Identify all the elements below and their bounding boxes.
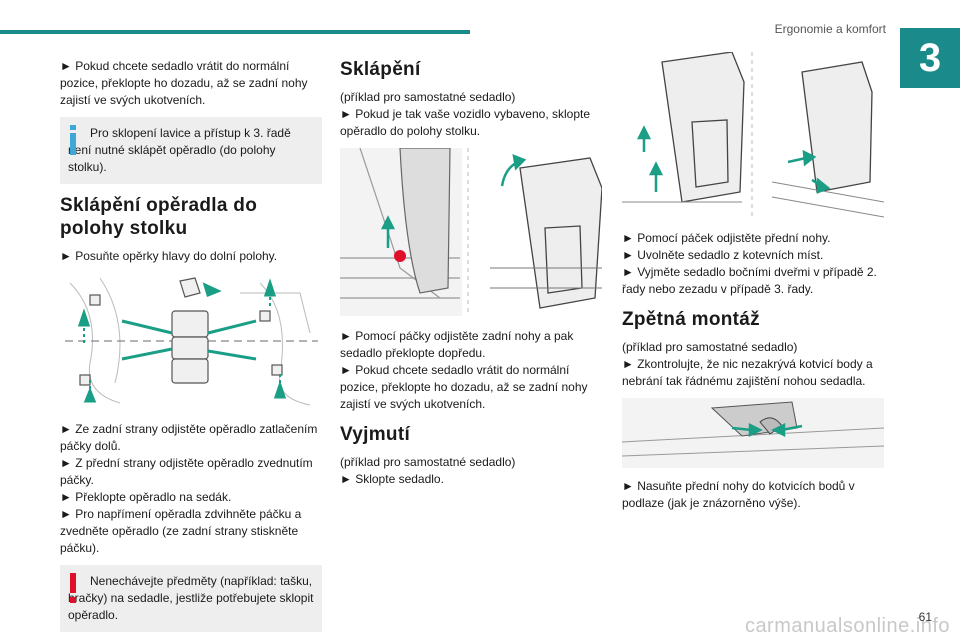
page-number: 61 xyxy=(918,610,932,624)
info-icon xyxy=(70,125,76,155)
chapter-number: 3 xyxy=(918,35,942,80)
section-heading: Sklápění opěradla do polohy stolku xyxy=(60,195,258,239)
headrest-folding-illustration xyxy=(60,273,322,411)
seat-refitting-illustration xyxy=(622,398,884,468)
chapter-badge: 3 xyxy=(900,28,960,88)
section-heading: Vyjmutí xyxy=(340,424,411,445)
warning-icon xyxy=(70,573,76,603)
info-note: Pro sklopení lavice a přístup k 3. řadě … xyxy=(60,117,322,184)
section-heading: Zpětná montáž xyxy=(622,309,760,330)
header-accent-bar xyxy=(0,30,470,34)
paragraph: ► Pomocí páček odjistěte přední nohy. xyxy=(622,231,831,245)
paragraph: ► Ze zadní strany odjistěte opěradlo zat… xyxy=(60,422,318,453)
paragraph: ► Sklopte sedadlo. xyxy=(340,472,444,486)
warning-note-text: Nenechávejte předměty (například: tašku,… xyxy=(68,574,314,622)
paragraph: ► Nasuňte přední nohy do kotvicích bodů … xyxy=(622,479,855,510)
paragraph: ► Uvolněte sedadlo z kotevních míst. xyxy=(622,248,824,262)
paragraph: ► Pokud chcete sedadlo vrátit do normáln… xyxy=(340,363,588,411)
paragraph: ► Pokud je tak vaše vozidlo vybaveno, sk… xyxy=(340,107,591,138)
paragraph: ► Posuňte opěrky hlavy do dolní polohy. xyxy=(60,249,278,263)
section-heading: Sklápění xyxy=(340,59,421,80)
column-2: Sklápění (příklad pro samostatné sedadlo… xyxy=(340,58,602,494)
info-note-text: Pro sklopení lavice a přístup k 3. řadě … xyxy=(68,126,291,174)
paragraph: ► Překlopte opěradlo na sedák. xyxy=(60,490,232,504)
column-1: ► Pokud chcete sedadlo vrátit do normáln… xyxy=(60,58,322,642)
section-title: Ergonomie a komfort xyxy=(774,22,886,36)
watermark: carmanualsonline.info xyxy=(744,615,950,637)
seat-tilting-illustration xyxy=(340,148,602,318)
seat-removal-illustration xyxy=(622,52,884,220)
paragraph: (příklad pro samostatné sedadlo) xyxy=(340,455,516,469)
paragraph: ► Pomocí páčky odjistěte zadní nohy a pa… xyxy=(340,329,574,360)
paragraph: ► Pro napřímení opěradla zdvihněte páčku… xyxy=(60,507,302,555)
paragraph: (příklad pro samostatné sedadlo) xyxy=(340,90,516,104)
paragraph: ► Z přední strany odjistěte opěradlo zve… xyxy=(60,456,313,487)
paragraph: (příklad pro samostatné sedadlo) xyxy=(622,340,798,354)
paragraph: ► Zkontrolujte, že nic nezakrývá kotvicí… xyxy=(622,357,873,388)
paragraph: ► Vyjměte sedadlo bočními dveřmi v přípa… xyxy=(622,265,877,296)
paragraph: ► Pokud chcete sedadlo vrátit do normáln… xyxy=(60,59,308,107)
warning-note: Nenechávejte předměty (například: tašku,… xyxy=(60,565,322,632)
column-3: ► Pomocí páček odjistěte přední nohy. ► … xyxy=(622,52,884,518)
